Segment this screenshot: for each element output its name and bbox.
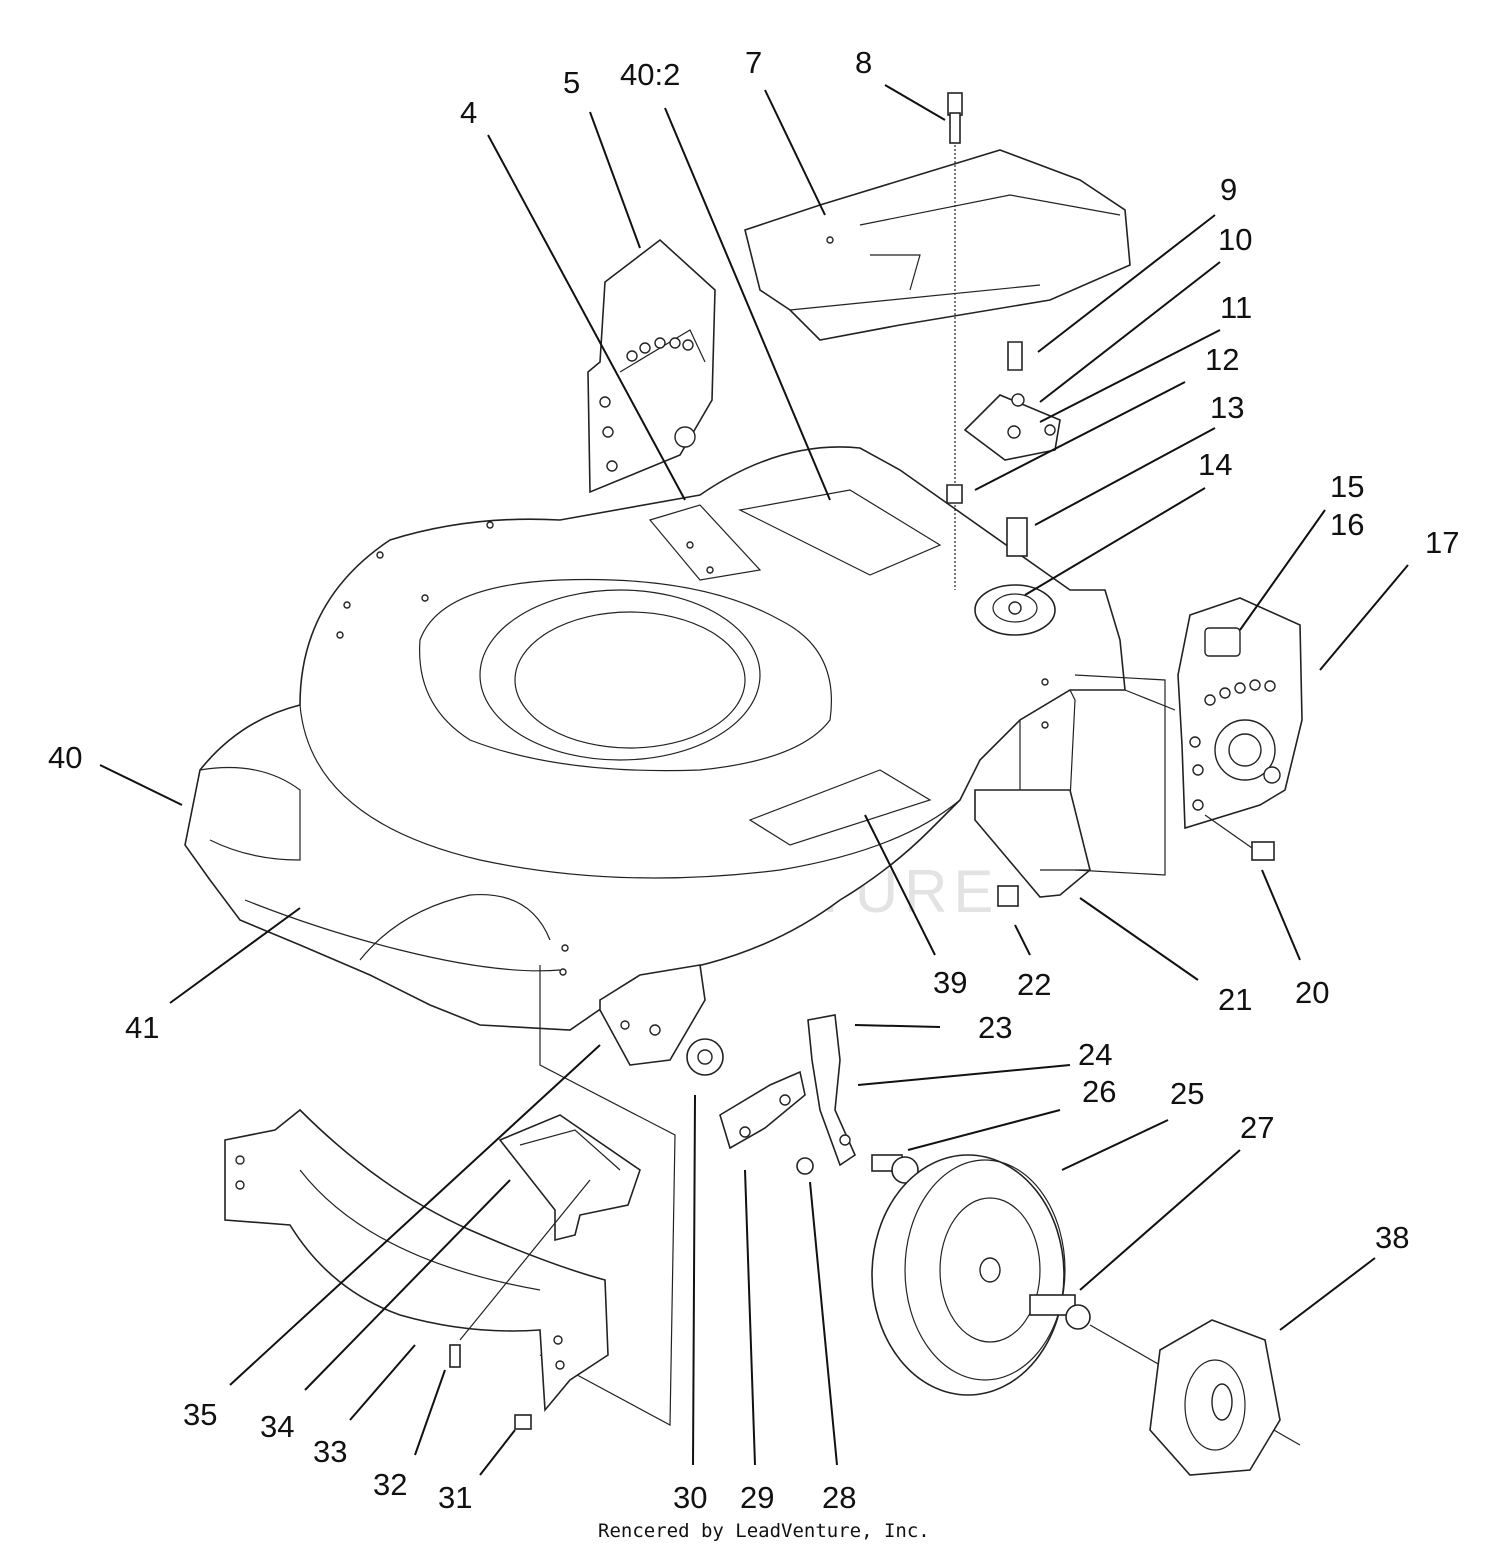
callout-14: 14 — [1198, 447, 1232, 482]
callout-30: 30 — [673, 1480, 707, 1515]
center-hardware — [946, 92, 1061, 636]
callout-40: 40 — [48, 740, 82, 775]
washer-28 — [796, 1157, 814, 1175]
rear-cover — [744, 149, 1131, 341]
callout-8: 8 — [855, 45, 872, 80]
hubcap-38 — [1149, 1319, 1281, 1476]
credit-text: Rencered by LeadVenture, Inc. — [598, 1520, 930, 1542]
wheel-25 — [871, 1154, 1066, 1396]
callout-15: 15 — [1330, 469, 1364, 504]
nut-22 — [997, 885, 1019, 907]
callout-12: 12 — [1205, 342, 1239, 377]
bolt-20 — [1204, 814, 1275, 861]
callout-13: 13 — [1210, 390, 1244, 425]
callout-39: 39 — [933, 965, 967, 1000]
callout-27: 27 — [1240, 1110, 1274, 1145]
callout-5: 5 — [563, 65, 580, 100]
mower-deck — [184, 446, 1126, 1031]
axle-bracket-29 — [719, 1070, 806, 1150]
front-skirt — [224, 1108, 609, 1413]
nut-31 — [514, 1414, 532, 1430]
callout-41: 41 — [125, 1010, 159, 1045]
front-adjuster — [539, 964, 706, 1426]
callout-16: 16 — [1330, 507, 1364, 542]
callout-35: 35 — [183, 1397, 217, 1432]
callout-7: 7 — [745, 45, 762, 80]
callout-21: 21 — [1218, 982, 1252, 1017]
callout-23: 23 — [978, 1010, 1012, 1045]
screw-32 — [449, 1344, 461, 1368]
callout-34: 34 — [260, 1409, 294, 1444]
callout-31: 31 — [438, 1480, 472, 1515]
callout-32: 32 — [373, 1467, 407, 1502]
callout-24: 24 — [1078, 1037, 1112, 1072]
callout-28: 28 — [822, 1480, 856, 1515]
callout-20: 20 — [1295, 975, 1329, 1010]
callout-29: 29 — [740, 1480, 774, 1515]
callout-40-2: 40:2 — [620, 57, 680, 92]
callout-17: 17 — [1425, 525, 1459, 560]
wheel-clip — [807, 1014, 857, 1167]
screw-32-line — [459, 1179, 591, 1341]
leader-lines — [99, 84, 1409, 1476]
callout-11: 11 — [1220, 290, 1252, 325]
callout-38: 38 — [1375, 1220, 1409, 1255]
callout-26: 26 — [1082, 1074, 1116, 1109]
height-adjuster-right — [1124, 597, 1303, 830]
bolt-26 — [871, 1154, 919, 1184]
height-adjuster-left — [587, 238, 716, 494]
callout-33: 33 — [313, 1434, 347, 1469]
callout-10: 10 — [1218, 222, 1252, 257]
callout-22: 22 — [1017, 967, 1051, 1002]
callout-25: 25 — [1170, 1076, 1204, 1111]
bracket-34 — [498, 1114, 641, 1242]
callout-4: 4 — [460, 95, 477, 130]
rear-axle-channel — [974, 674, 1166, 898]
callout-labels: 4 5 40:2 7 8 9 10 11 12 13 14 15 16 17 4… — [48, 45, 1459, 1515]
callout-9: 9 — [1220, 172, 1237, 207]
washer-30 — [686, 1038, 724, 1076]
bolt-27 — [1029, 1294, 1091, 1330]
